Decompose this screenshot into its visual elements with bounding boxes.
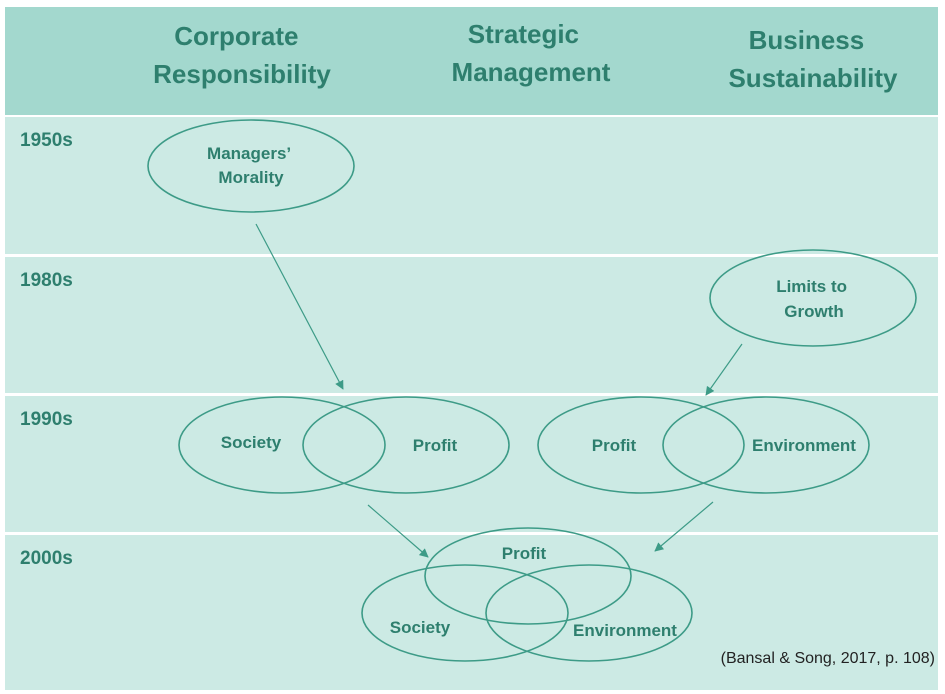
era-label-1980s: 1980s [20,270,73,291]
column-header-business-sustainability: Business Sustainability [728,25,898,93]
profit-1990-right-label: Profit [592,436,637,455]
node-label-line: Limits to [776,277,847,296]
profit-2000-label: Profit [502,544,547,563]
node-label-line: Managers’ [207,144,290,163]
arrow-growth-to-profit-environment [705,343,743,396]
column-header-line: Corporate [174,21,298,51]
era-row-1950s [5,117,938,254]
column-header-line: Responsibility [153,59,331,89]
arrow-morality-to-society-profit [255,223,344,390]
node-label-line: Morality [218,168,284,187]
era-row-2000s [5,535,938,690]
era-label-1950s: 1950s [20,130,73,151]
environment-1990-ellipse [662,396,870,494]
era-row-1980s [5,257,938,393]
limits-to-growth-ellipse [709,249,917,347]
citation-text: (Bansal & Song, 2017, p. 108) [721,650,935,667]
environment-1990-label: Environment [752,436,856,455]
arrow-1990-right-to-2000 [654,501,714,552]
profit-2000-ellipse [424,527,632,625]
society-1990-label: Society [221,433,282,452]
column-header-line: Sustainability [728,63,898,93]
column-header-strategic-management: Strategic Management [452,19,611,87]
column-header-line: Management [452,57,611,87]
column-header-line: Strategic [468,19,579,49]
header-band [5,7,938,115]
society-1990-ellipse [178,396,386,494]
column-header-line: Business [749,25,865,55]
node-label-line: Growth [784,302,844,321]
profit-1990-right-ellipse [537,396,745,494]
arrow-1990-left-to-2000 [367,504,429,558]
limits-to-growth-label: Limits to Growth [776,277,852,321]
environment-2000-label: Environment [573,621,677,640]
managers-morality-label: Managers’ Morality [207,144,295,187]
profit-1990-left-ellipse [302,396,510,494]
profit-1990-left-label: Profit [413,436,458,455]
managers-morality-ellipse [147,119,355,213]
era-row-1990s [5,396,938,532]
column-header-corporate-responsibility: Corporate Responsibility [153,21,331,89]
society-2000-ellipse [361,564,569,662]
society-2000-label: Society [390,618,451,637]
era-label-1990s: 1990s [20,409,73,430]
era-label-2000s: 2000s [20,548,73,569]
environment-2000-ellipse [485,564,693,662]
